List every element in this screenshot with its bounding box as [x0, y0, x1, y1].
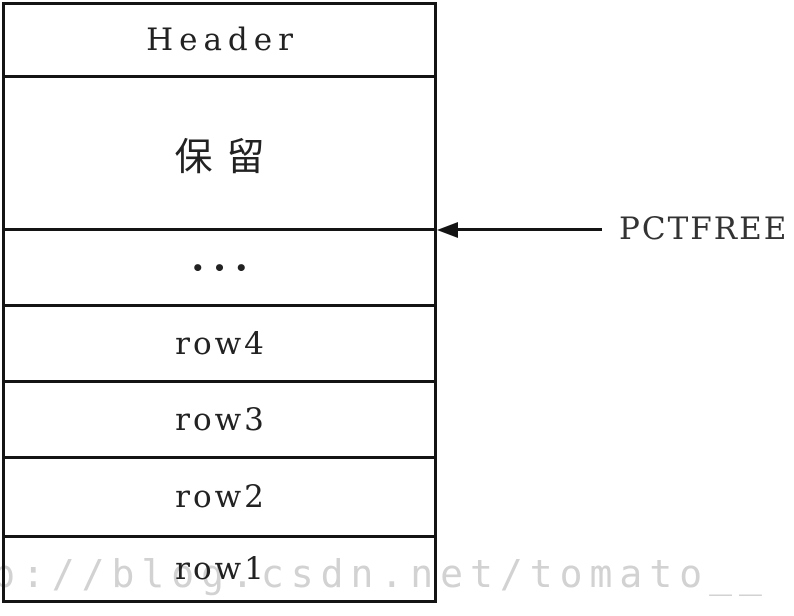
block-section-header: Header — [5, 5, 434, 78]
section-label-more-rows: ••• — [191, 255, 257, 280]
watermark: p://blog.csdn.net/tomato__ — [0, 552, 769, 596]
pctfree-arrow-line — [456, 228, 602, 231]
block-section-row1: row1 — [5, 538, 434, 600]
section-label-header: Header — [146, 22, 299, 58]
block-section-more-rows: ••• — [5, 231, 434, 307]
pctfree-label: PCTFREE — [619, 211, 789, 247]
section-label-row3: row3 — [175, 401, 267, 438]
data-block: Header 保留 ••• row4 row3 row2 row1 — [2, 2, 437, 603]
section-label-row1: row1 — [175, 551, 267, 587]
block-section-row4: row4 — [5, 307, 434, 383]
arrow-left-icon — [437, 222, 458, 238]
section-label-row2: row2 — [175, 479, 267, 515]
section-label-row4: row4 — [175, 325, 267, 362]
section-label-reserved: 保留 — [174, 134, 279, 179]
block-section-row2: row2 — [5, 459, 434, 538]
block-section-row3: row3 — [5, 383, 434, 459]
block-section-reserved: 保留 — [5, 78, 434, 231]
